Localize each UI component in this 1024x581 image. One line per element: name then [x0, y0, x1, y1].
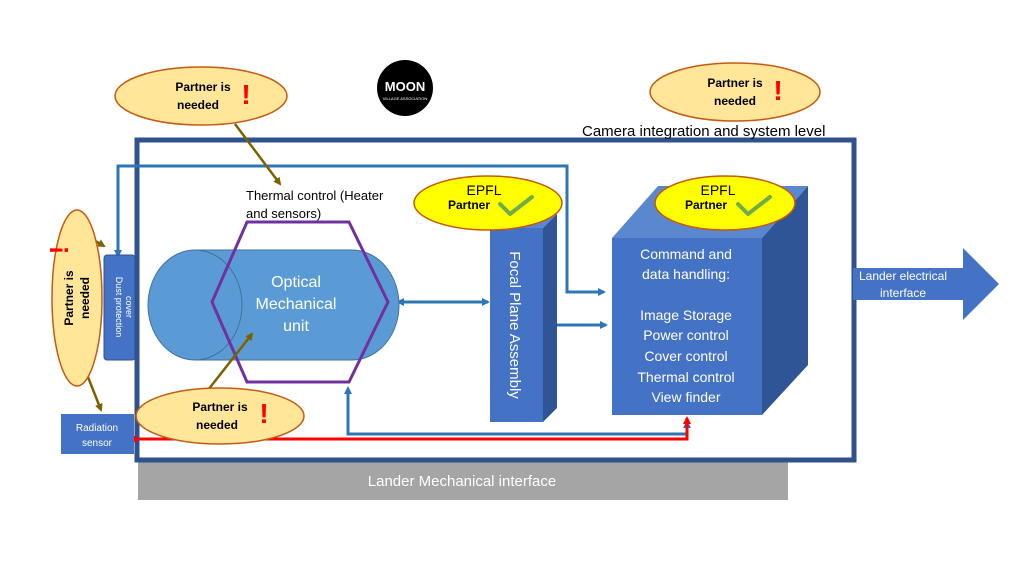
pointer-top-left	[234, 123, 282, 186]
svg-text:Cover control: Cover control	[644, 348, 727, 364]
lander-mechanical-label: Lander Mechanical interface	[368, 473, 556, 490]
partner-needed-top-right: Partner is needed !	[649, 62, 821, 122]
warning-icon: !	[259, 398, 268, 429]
warning-icon: !	[241, 79, 250, 110]
svg-text:needed: needed	[714, 94, 756, 108]
svg-text:Partner is: Partner is	[192, 400, 248, 414]
svg-text:Radiation: Radiation	[76, 423, 118, 434]
partner-needed-top-left: Partner is needed !	[114, 66, 288, 126]
svg-text:needed: needed	[177, 98, 219, 112]
svg-text:needed: needed	[78, 277, 92, 319]
partner-needed-left: Partner is needed !	[44, 209, 103, 387]
lander-mechanical-interface: Lander Mechanical interface	[138, 460, 788, 500]
svg-text:Partner is: Partner is	[175, 80, 231, 94]
pointer-left-lower	[84, 371, 103, 412]
svg-text:Lander electrical: Lander electrical	[859, 269, 947, 283]
thermal-control-label: Thermal control (Heater	[246, 188, 384, 203]
svg-text:MOON: MOON	[385, 79, 425, 94]
svg-text:sensor: sensor	[82, 438, 113, 449]
svg-text:Partner is: Partner is	[62, 270, 76, 326]
radiation-sensor: Radiation sensor	[61, 414, 134, 454]
svg-text:VILLAGE ASSOCIATION: VILLAGE ASSOCIATION	[383, 96, 428, 101]
svg-text:EPFL: EPFL	[466, 182, 501, 198]
moon-village-logo: MOON VILLAGE ASSOCIATION	[377, 60, 433, 116]
svg-text:Command and: Command and	[640, 246, 732, 262]
arrow-top-loop	[114, 164, 606, 296]
svg-text:Partner is: Partner is	[707, 76, 763, 90]
thermal-hexagon	[210, 220, 390, 384]
arrow-radiation-command	[128, 416, 691, 443]
epfl-partner-command: EPFL Partner	[654, 175, 796, 231]
svg-text:EPFL: EPFL	[700, 182, 735, 198]
svg-text:data handling:: data handling:	[642, 266, 730, 282]
svg-text:needed: needed	[196, 418, 238, 432]
lander-electrical-interface: Lander electrical interface	[853, 248, 999, 320]
svg-text:Mechanical: Mechanical	[256, 296, 337, 313]
svg-text:Thermal control: Thermal control	[637, 369, 734, 385]
check-icon	[736, 195, 772, 216]
svg-text:unit: unit	[283, 318, 309, 335]
check-icon	[498, 195, 534, 216]
svg-text:Partner: Partner	[685, 198, 727, 212]
svg-text:interface: interface	[880, 286, 926, 300]
svg-text:View finder: View finder	[651, 389, 720, 405]
svg-text:Power control: Power control	[643, 327, 729, 343]
partner-needed-bottom: Partner is needed !	[135, 387, 305, 445]
svg-text:Dust protection: Dust protection	[114, 277, 124, 338]
svg-text:cover: cover	[124, 296, 134, 318]
optical-mechanical-unit: Optical Mechanical unit	[147, 220, 400, 384]
thermal-control-label-2: and sensors)	[246, 206, 321, 221]
svg-text:Optical: Optical	[271, 274, 321, 291]
frame-label: Camera integration and system level	[582, 123, 825, 140]
svg-text:Partner: Partner	[448, 198, 490, 212]
svg-text:Image Storage: Image Storage	[640, 307, 732, 323]
focal-plane-label: Focal Plane Assembly	[506, 251, 523, 399]
epfl-partner-focal: EPFL Partner	[413, 175, 563, 231]
pointer-bottom	[207, 332, 254, 391]
warning-icon: !	[44, 246, 74, 255]
warning-icon: !	[773, 75, 782, 106]
dust-protection-cover: Dust protection cover	[103, 254, 136, 361]
focal-plane-assembly: Focal Plane Assembly	[490, 214, 557, 422]
